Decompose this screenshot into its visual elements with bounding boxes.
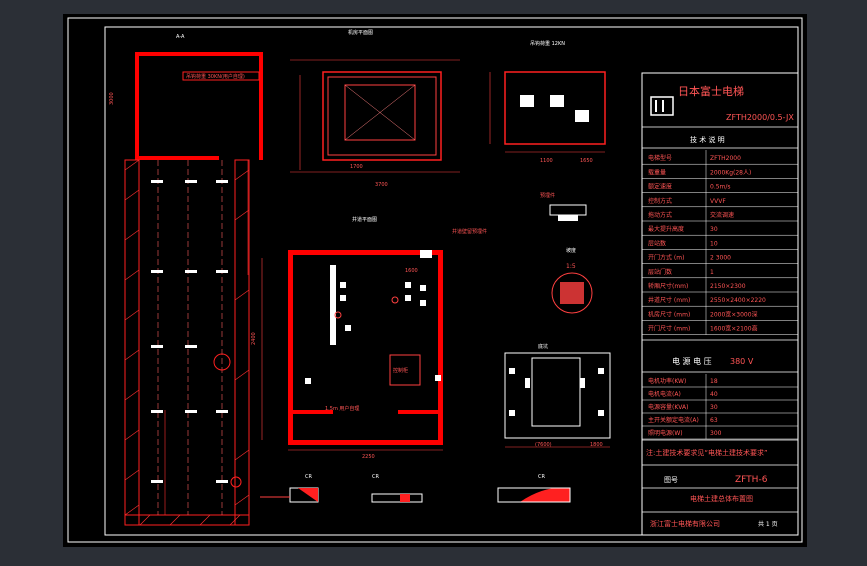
row-value: ZFTH2000 (710, 155, 741, 162)
detail-d-label: CR (305, 474, 312, 480)
section-label: A-A (176, 34, 185, 40)
voltage-label: 电 源 电 压 (672, 356, 712, 366)
drawing-title: 电梯土建总体布置图 (690, 494, 753, 503)
row-key: 电源容量(KVA) (648, 403, 688, 411)
spec-table: 电梯型号 ZFTH2000 载重量 2000Kg(28人) 额定速度 0.5m/s 控制方式… (642, 150, 798, 335)
pit-depth: 3000 (109, 92, 115, 105)
hook-note: 吊钩荷重 12KN (530, 40, 565, 47)
row-key: 拖动方式 (648, 211, 672, 219)
row-key: 照明电源(W) (648, 429, 683, 437)
row-value: 2550×2400×2220 (710, 297, 766, 304)
row-key: 额定速度 (648, 183, 672, 191)
drawing-no: ZFTH-6 (735, 475, 768, 485)
title-block: 日本富士电梯 ZFTH2000/0.5-JX 技 术 说 明 电梯型号 ZFTH2… (641, 72, 799, 536)
row-key: 层站数 (648, 239, 666, 247)
plan-top-label: 机房平面图 (348, 29, 373, 36)
dim-shaft-d: 2400 (251, 332, 257, 345)
dim-door-w: 1600 (405, 268, 418, 274)
row-value: 18 (710, 378, 718, 385)
detail-views: 预埋件 坡度 1:5 底坑 (7600) 1800 (504, 192, 611, 448)
row-key: 井道尺寸 (mm) (648, 296, 690, 304)
note-text: 注:土建技术要求见“电梯土建技术要求” (646, 448, 768, 457)
top-view: 吊钩荷重 12KN 1100 1650 (489, 40, 606, 164)
company-name: 日本富士电梯 (678, 84, 744, 98)
row-value: 0.5m/s (710, 184, 731, 191)
dim-bottom: (7600) (535, 442, 552, 448)
slope-value: 1:5 (566, 263, 576, 270)
dim-1650: 1650 (580, 158, 593, 164)
row-value: 交流调速 (710, 211, 734, 219)
bottom-details: CR CR CR (260, 474, 571, 503)
electrical-table: 电机功率(KW) 18 电机电流(A) 40 电源容量(KVA) 30 主开关额定电流(A)… (642, 374, 798, 440)
maker: 浙江富士电梯有限公司 (650, 519, 720, 528)
row-value: 63 (710, 417, 718, 424)
row-value: VVVF (710, 198, 726, 205)
row-value: 2000宽×3000深 (710, 310, 758, 318)
row-value: 2000Kg(28人) (710, 169, 751, 176)
detail-f-label: CR (538, 474, 545, 480)
row-key: 电梯型号 (648, 154, 672, 162)
row-value: 30 (710, 404, 718, 411)
row-value: 40 (710, 391, 718, 398)
row-value: 2 3000 (710, 255, 731, 262)
slope-label: 坡度 (566, 247, 576, 254)
row-key: 最大提升高度 (648, 225, 684, 233)
machine-box-label: 控制柜 (393, 367, 408, 374)
row-value: 1 (710, 269, 714, 276)
dim-1800: 1800 (590, 442, 603, 448)
row-value: 30 (710, 226, 718, 233)
row-key: 开门尺寸 (mm) (648, 325, 690, 333)
dim-1700: 1700 (350, 164, 363, 170)
company-logo-icon (650, 96, 674, 116)
lift-hook-label: 1.5m 用户自理 (325, 405, 359, 412)
row-key: 开门方式 (m) (648, 254, 684, 262)
row-key: 机房尺寸 (mm) (648, 310, 690, 318)
dim-shaft-w: 2250 (362, 454, 375, 460)
sheet-background (63, 14, 807, 547)
row-key: 控制方式 (648, 197, 672, 205)
drawing-no-label: 图号 (664, 476, 678, 484)
row-value: 300 (710, 430, 722, 437)
voltage-value: 380 V (730, 357, 754, 366)
pit-plan-label: 底坑 (538, 343, 548, 350)
detail-a-label: 预埋件 (540, 192, 555, 199)
row-value: 1600宽×2100高 (710, 325, 758, 333)
wall-note: 井道壁留预埋件 (452, 228, 487, 235)
section-view: A-A 吊钩荷重 30KN(用户自理) (109, 34, 263, 526)
shaft-plan: 井道平面图 井道壁留预埋件 控制柜 1.5m 用户自理 2250 1600 24… (251, 216, 487, 460)
dim-1100: 1100 (540, 158, 553, 164)
row-key: 电机功率(KW) (648, 377, 686, 385)
load-note: 吊钩荷重 30KN(用户自理) (186, 73, 245, 80)
row-key: 主开关额定电流(A) (648, 416, 699, 424)
sheet-count: 共 1 页 (758, 520, 778, 528)
machine-room-plan: 机房平面图 1700 3700 (290, 29, 460, 188)
spec-heading: 技 术 说 明 (690, 135, 725, 144)
plan-mid-label: 井道平面图 (352, 216, 377, 223)
detail-e-label: CR (372, 474, 379, 480)
dim-3700: 3700 (375, 182, 388, 188)
outer-frame (67, 17, 803, 543)
row-key: 载重量 (648, 168, 666, 176)
row-key: 轿厢尺寸(mm) (648, 282, 688, 290)
row-key: 电机电流(A) (648, 390, 681, 398)
row-key: 层站门数 (648, 268, 672, 276)
row-value: 2150×2300 (710, 283, 746, 290)
model-code: ZFTH2000/0.5-JX (726, 113, 794, 122)
row-value: 10 (710, 240, 718, 247)
